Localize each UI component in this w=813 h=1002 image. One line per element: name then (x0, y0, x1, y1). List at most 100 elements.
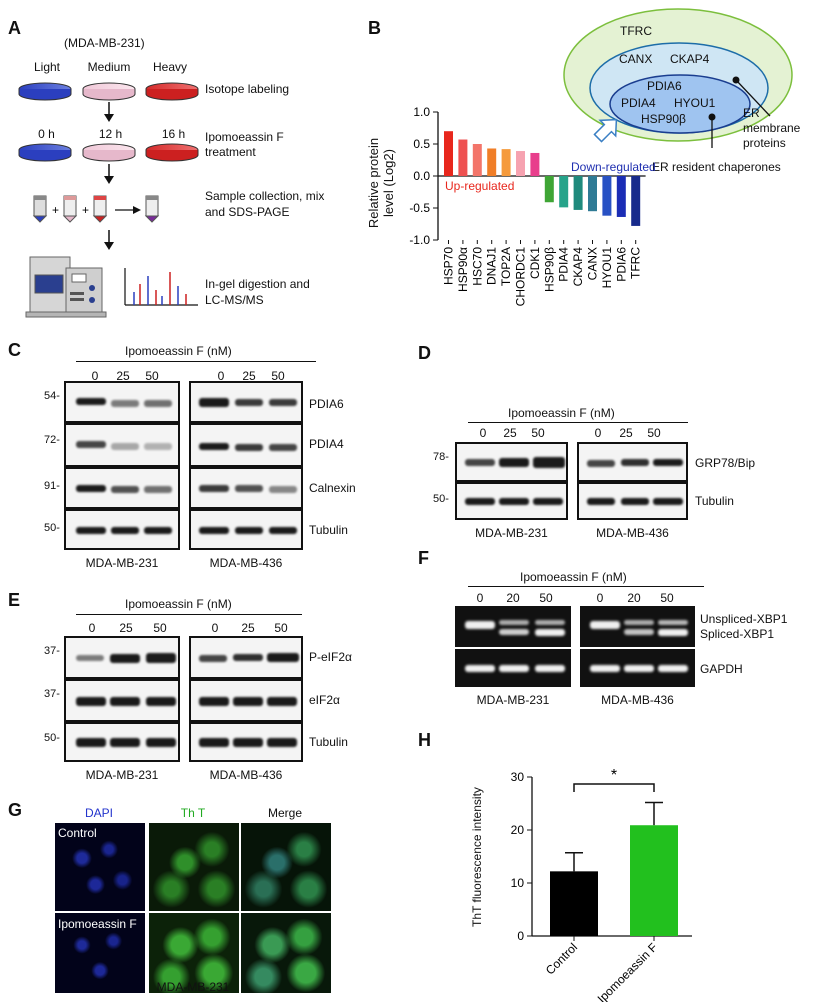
dish-label-light: Light (33, 60, 61, 74)
h-y-tick-label: 20 (511, 823, 525, 837)
b-y-tick-label: -0.5 (409, 201, 430, 215)
c-dose-1: 0 (91, 369, 99, 383)
e-dose-5: 25 (241, 621, 255, 635)
dish-16h-icon (145, 143, 199, 162)
b-x-tick-label: PDIA4 (557, 247, 571, 282)
h-y-tick-label: 0 (517, 929, 524, 943)
d-cell-231: MDA-MB-231 (475, 526, 548, 540)
c-row-tubulin: Tubulin (309, 523, 348, 537)
d-dose-3: 50 (531, 426, 545, 440)
d-marker-2: 50- (433, 493, 449, 505)
c-cell-231: MDA-MB-231 (85, 556, 159, 570)
f-dose-6: 50 (660, 591, 674, 605)
panel-label-g: G (8, 800, 23, 820)
e-row-peif2a: P-eIF2α (309, 650, 352, 664)
g-cell-line: MDA-MB-231 (156, 980, 230, 994)
f-gel-436-xbp1 (580, 606, 695, 647)
c-marker-2: 72- (44, 434, 60, 446)
g-image-control-tht (148, 822, 240, 912)
f-row-unspliced: Unspliced-XBP1 (700, 612, 788, 626)
c-title-line (76, 361, 316, 362)
up-regulated-label: Up-regulated (445, 179, 515, 193)
svg-text:+: + (82, 203, 89, 217)
panel-label-d: D (418, 343, 431, 363)
h-bar-1 (630, 825, 678, 936)
time-label-12h: 12 h (98, 127, 123, 141)
d-dose-4: 0 (594, 426, 602, 440)
d-blot-436-grp78 (577, 442, 688, 482)
d-row-tubulin: Tubulin (695, 494, 734, 508)
d-title-line (468, 422, 688, 423)
g-row-treated: Ipomoeassin F (58, 917, 137, 931)
b-bar-hsp90β (544, 176, 554, 203)
panel-label-b: B (368, 18, 381, 38)
down-arrow-icon (104, 176, 114, 184)
time-label-16h: 16 h (161, 127, 186, 141)
cell-line-label: (MDA-MB-231) (64, 36, 145, 50)
c-dose-5: 25 (242, 369, 256, 383)
d-blot-231-tubulin (455, 482, 568, 520)
c-blot-231-pdia6 (64, 381, 180, 423)
down-regulated-label: Down-regulated (571, 160, 656, 174)
b-x-tick-label: HYOU1 (600, 247, 614, 289)
b-ylabel: Relative protein level (Log2) (366, 137, 396, 229)
b-bar-ckap4 (573, 176, 583, 210)
mass-spectrometer-icon (25, 256, 107, 318)
b-x-tick-label: HSP90β (542, 247, 556, 292)
d-row-grp78: GRP78/Bip (695, 456, 756, 470)
g-col-tht: Th T (180, 806, 206, 820)
up-right-arrow-icon (593, 118, 618, 143)
panel-label-h: H (418, 730, 431, 750)
e-dose-6: 50 (274, 621, 288, 635)
b-bar-tfrc (631, 176, 641, 226)
d-cell-436: MDA-MB-436 (596, 526, 669, 540)
e-blot-231-tubulin (64, 722, 180, 762)
f-row-spliced: Spliced-XBP1 (700, 627, 775, 641)
b-x-tick-label: TOP2A (499, 247, 513, 286)
f-gel-436-gapdh (580, 649, 695, 687)
e-blot-436-tubulin (189, 722, 303, 762)
er-resident-label: ER resident chaperones (652, 160, 781, 174)
down-arrow-icon (104, 114, 114, 122)
e-row-tubulin: Tubulin (309, 735, 348, 749)
tube-mixed-icon (144, 195, 160, 223)
h-x-tick-label: Ipomoeassin F (595, 940, 661, 1002)
b-x-tick-label: PDIA6 (614, 247, 628, 282)
b-y-tick-label: 0.0 (413, 169, 430, 183)
g-image-treated-merge (240, 912, 332, 994)
venn-inner-label-3: HYOU1 (674, 96, 716, 110)
f-title: Ipomoeassin F (nM) (520, 570, 627, 584)
b-bar-hyou1 (602, 176, 612, 216)
d-dose-6: 50 (647, 426, 661, 440)
step-isotope-labeling: Isotope labeling (205, 82, 290, 96)
b-bar-pdia6 (616, 176, 626, 217)
f-dose-4: 0 (596, 591, 604, 605)
c-blot-436-tubulin (189, 509, 303, 550)
c-blot-231-pdia4 (64, 423, 180, 467)
e-dose-2: 25 (119, 621, 133, 635)
f-dose-3: 50 (539, 591, 553, 605)
b-x-tick-label: HSC70 (470, 247, 484, 286)
panel-label-e: E (8, 590, 21, 610)
er-membrane-label: ER membrane proteins (743, 106, 801, 150)
c-marker-4: 50- (44, 522, 60, 534)
c-title: Ipomoeassin F (nM) (125, 344, 232, 358)
venn-inner-label-2: PDIA4 (621, 96, 656, 110)
e-cell-436: MDA-MB-436 (209, 768, 283, 782)
b-y-tick-label: 1.0 (413, 105, 430, 119)
down-arrow-icon (104, 242, 114, 250)
dish-medium-icon (82, 82, 136, 101)
dish-light-icon (18, 82, 72, 101)
c-dose-4: 0 (217, 369, 225, 383)
panel-label-a: A (8, 18, 21, 38)
d-blot-436-tubulin (577, 482, 688, 520)
c-row-calnexin: Calnexin (309, 481, 356, 495)
b-bar-dnaj1 (487, 148, 497, 176)
e-marker-3: 50- (44, 732, 60, 744)
b-bar-canx (588, 176, 597, 212)
d-title: Ipomoeassin F (nM) (508, 406, 615, 420)
f-title-line (468, 586, 704, 587)
venn-mid-label-2: CKAP4 (670, 52, 710, 66)
b-x-tick-label: DNAJ1 (485, 247, 499, 285)
h-ylabel: ThT fluorescence intensity (470, 787, 484, 927)
